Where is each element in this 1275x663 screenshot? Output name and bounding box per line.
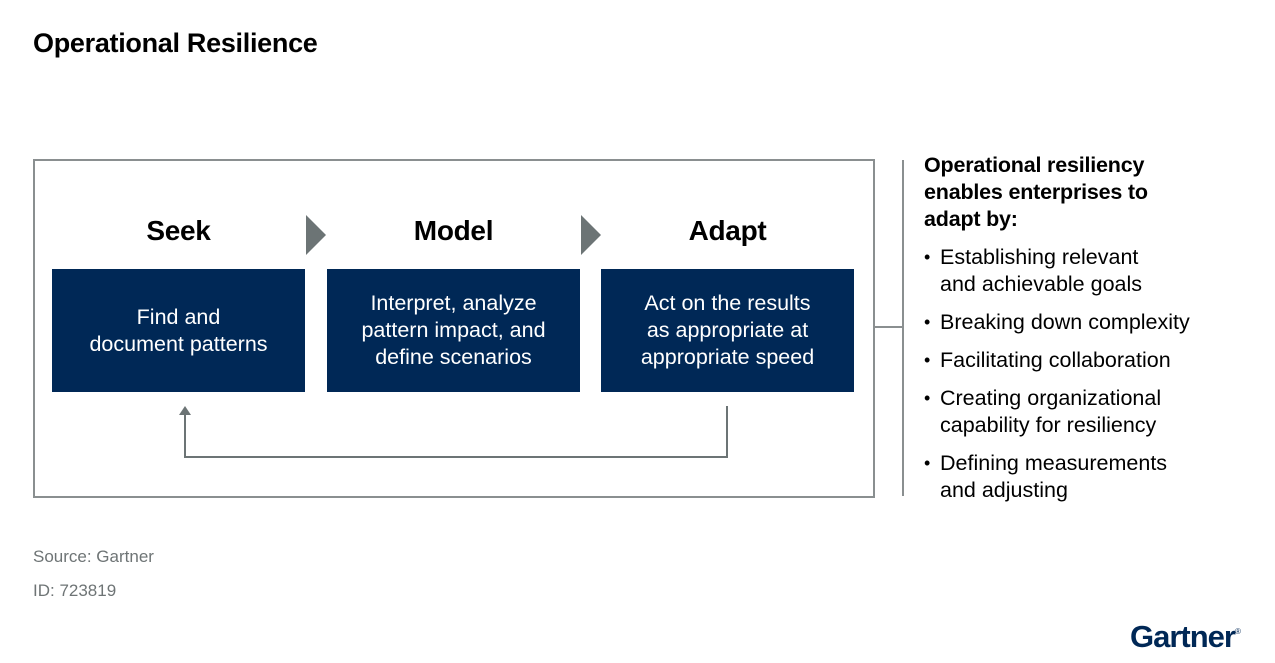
bullet-line: Defining measurements xyxy=(940,451,1168,475)
bullet-item: Facilitating collaboration xyxy=(924,347,1269,374)
heading-line: enables enterprises to xyxy=(924,180,1148,204)
bullet-line: and achievable goals xyxy=(940,272,1143,296)
bullet-line: and adjusting xyxy=(940,478,1068,502)
step-box-line: Interpret, analyze xyxy=(370,291,537,315)
step-box-line: pattern impact, and xyxy=(361,318,546,342)
step-label-seek: Seek xyxy=(146,215,211,246)
bullet-line: Facilitating collaboration xyxy=(940,348,1171,372)
process-frame xyxy=(33,159,875,498)
step-box-line: document patterns xyxy=(89,331,268,356)
step-box-line: appropriate speed xyxy=(640,345,815,369)
page-title: Operational Resilience xyxy=(33,28,318,58)
registered-mark-icon: ® xyxy=(1234,626,1241,636)
bullet-item: Establishing relevant and achievable goa… xyxy=(924,244,1269,298)
logo-text: Gartner xyxy=(1130,619,1236,654)
bullet-item: Breaking down complexity xyxy=(924,309,1269,336)
step-label-model: Model xyxy=(413,215,494,246)
step-box-seek: Find and document patterns xyxy=(52,269,305,392)
gartner-logo: Gartner® xyxy=(1130,619,1241,655)
step-box-line: Find and xyxy=(136,304,221,329)
bullet-line: Creating organizational xyxy=(940,386,1162,410)
bullet-item: Creating organizational capability for r… xyxy=(924,385,1269,439)
step-box-model: Interpret, analyze pattern impact, and d… xyxy=(327,269,580,392)
side-panel-heading: Operational resiliency enables enterpris… xyxy=(924,152,1264,233)
bullet-line: Establishing relevant xyxy=(940,245,1139,269)
step-box-adapt: Act on the results as appropriate at app… xyxy=(601,269,854,392)
bullet-line: Breaking down complexity xyxy=(940,310,1190,334)
step-box-line: Act on the results xyxy=(644,291,811,315)
bullet-item: Defining measurements and adjusting xyxy=(924,450,1269,504)
step-label-adapt: Adapt xyxy=(688,215,767,246)
step-box-line: define scenarios xyxy=(375,345,532,369)
document-id: ID: 723819 xyxy=(33,581,117,600)
source-note: Source: Gartner xyxy=(33,547,154,566)
chevron-right-icon xyxy=(581,215,601,255)
step-box-line: as appropriate at xyxy=(646,318,809,342)
bullet-line: capability for resiliency xyxy=(940,413,1157,437)
heading-line: adapt by: xyxy=(924,207,1018,231)
heading-line: Operational resiliency xyxy=(924,153,1145,177)
chevron-right-icon xyxy=(306,215,326,255)
bullet-list: Establishing relevant and achievable goa… xyxy=(924,244,1269,515)
